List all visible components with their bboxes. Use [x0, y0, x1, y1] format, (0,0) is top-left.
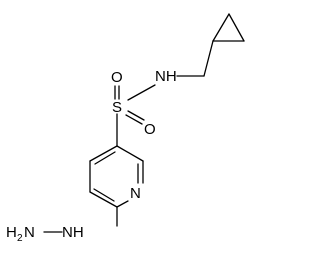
sulfonyl-double-bond-right	[125, 110, 145, 125]
molecule-drawing: NH S O O N NH H 2 N	[6, 13, 245, 244]
bond	[212, 13, 230, 42]
atom-label-sulfur: S	[112, 99, 122, 116]
bond	[116, 145, 144, 162]
bond	[228, 13, 245, 42]
pyridine-ring	[89, 145, 144, 208]
atom-label-pyridine-n: N	[130, 185, 141, 202]
bond	[94, 151, 116, 165]
atom-label-h2n-n: N	[24, 224, 35, 241]
atom-label-hydrazine-nh: NH	[62, 224, 84, 241]
atom-label-h2n-h: H	[6, 224, 17, 241]
bond	[127, 84, 156, 101]
cyclopropyl-ring	[212, 13, 245, 42]
bond	[93, 188, 115, 202]
bond	[116, 200, 129, 208]
atom-label-nh: NH	[155, 68, 177, 85]
bond	[89, 145, 118, 162]
structure-canvas: NH S O O N NH H 2 N	[6, 13, 245, 244]
bond	[203, 40, 214, 77]
atom-label-oxygen-top: O	[111, 69, 123, 86]
bond	[127, 110, 145, 121]
atom-label-h2n-subscript: 2	[17, 233, 23, 244]
atom-label-oxygen-right: O	[144, 121, 156, 138]
sulfonyl-double-bond-top	[114, 85, 120, 100]
bond	[125, 114, 143, 125]
bond	[89, 191, 118, 208]
hydrazine-h2n-group: H 2 N	[6, 224, 35, 244]
